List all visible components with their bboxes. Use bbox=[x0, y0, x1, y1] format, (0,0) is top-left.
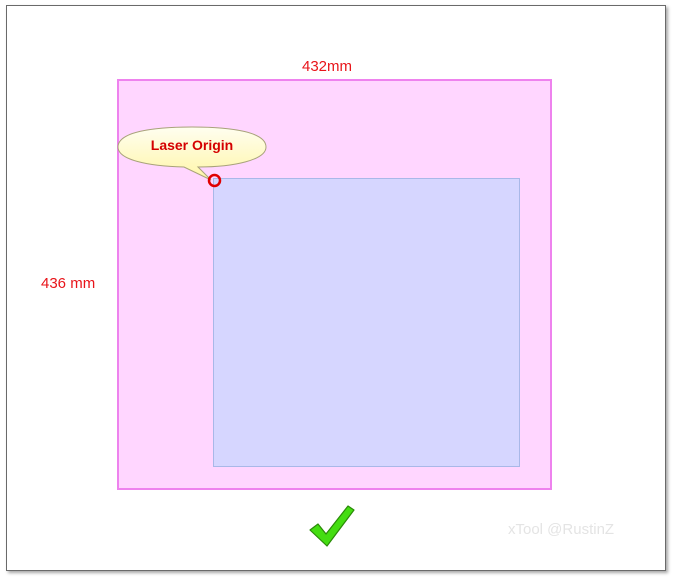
work-area-width-label: 432mm bbox=[302, 58, 353, 75]
material-area bbox=[213, 178, 520, 467]
watermark-text: xTool @RustinZ bbox=[508, 521, 615, 538]
laser-origin-callout-bubble bbox=[117, 126, 267, 181]
laser-origin-label: Laser Origin bbox=[150, 137, 234, 153]
green-checkmark-icon bbox=[309, 505, 355, 547]
red-circle-icon bbox=[207, 173, 222, 188]
work-area-height-label: 436 mm bbox=[41, 275, 96, 292]
